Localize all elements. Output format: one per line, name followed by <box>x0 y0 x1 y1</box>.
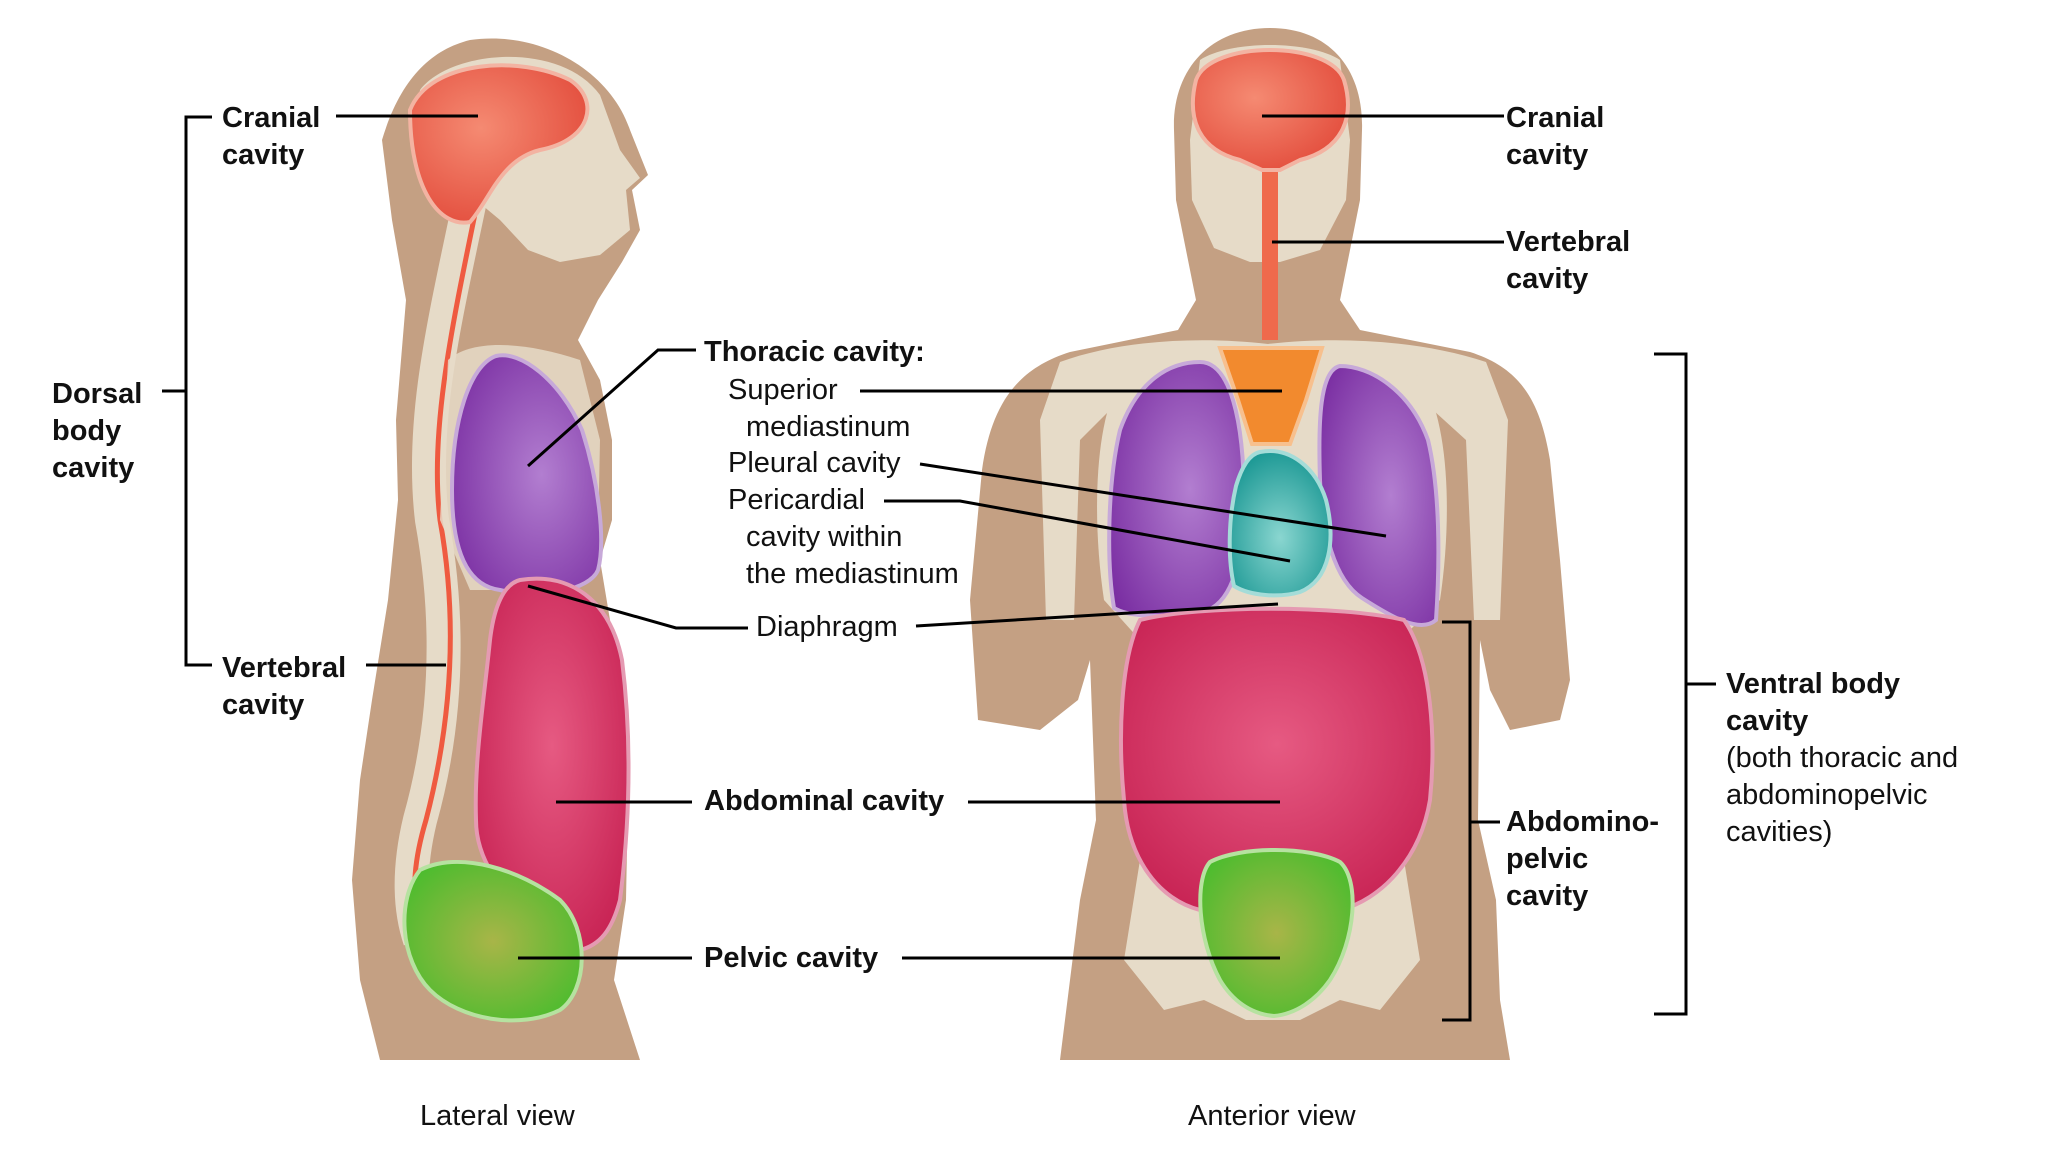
label-dorsal-body-cavity: Dorsal body cavity <box>52 376 142 487</box>
label-ventral-body-cavity: Ventral body cavity (both thoracic and a… <box>1726 666 1958 851</box>
dorsal-bracket <box>184 115 212 667</box>
label-superior-mediastinum: Superior mediastinum <box>728 372 910 446</box>
label-cranial-right: Cranial cavity <box>1506 100 1604 174</box>
lateral-spine <box>394 196 487 946</box>
label-abdominopelvic-cavity: Abdomino- pelvic cavity <box>1506 804 1659 915</box>
label-line: pelvic <box>1506 843 1589 875</box>
lateral-figure <box>352 38 660 1080</box>
caption-anterior-view: Anterior view <box>1188 1100 1356 1132</box>
label-line: cavity <box>1506 880 1589 912</box>
leader-pleural <box>919 462 1387 538</box>
label-line: Superior <box>728 374 838 406</box>
lateral-vertebral-cavity <box>412 159 489 921</box>
label-thoracic-cavity: Thoracic cavity: <box>704 336 925 368</box>
label-vertebral-right: Vertebral cavity <box>1506 224 1630 298</box>
anterior-cranial-cavity <box>1190 48 1350 172</box>
anterior-shoulder-bones <box>1040 340 1508 620</box>
caption-lateral-view: Lateral view <box>420 1100 575 1132</box>
label-line: (both thoracic and <box>1726 742 1959 774</box>
anterior-pelvic-cavity <box>1198 848 1355 1019</box>
label-line: cavity <box>1506 263 1589 295</box>
label-cranial-left: Cranial cavity <box>222 100 320 174</box>
leader-pericardial <box>884 499 1291 563</box>
label-line: Ventral body <box>1726 668 1901 700</box>
label-line: body <box>52 415 122 447</box>
label-line: Abdomino- <box>1506 806 1660 838</box>
label-vertebral-left: Vertebral cavity <box>222 650 346 724</box>
label-line: Pericardial <box>728 484 865 516</box>
label-line: Cranial <box>222 102 321 134</box>
label-line: cavity <box>1726 705 1809 737</box>
anterior-superior-mediastinum <box>1217 346 1325 446</box>
label-line: Vertebral <box>1506 226 1631 258</box>
leader-diaphragm-left <box>527 584 748 630</box>
anterior-abdominal-cavity <box>1119 606 1435 912</box>
label-line: cavity <box>222 139 305 171</box>
label-diaphragm: Diaphragm <box>756 611 898 643</box>
label-pelvic-cavity: Pelvic cavity <box>704 942 879 974</box>
anterior-figure <box>970 28 1570 1080</box>
label-line: cavity <box>222 689 305 721</box>
label-line: Dorsal <box>52 378 143 410</box>
label-line: the mediastinum <box>746 558 959 590</box>
label-line: Vertebral <box>222 652 347 684</box>
label-pericardial-cavity: Pericardial cavity within the mediastinu… <box>728 482 959 593</box>
leader-thoracic <box>527 348 696 468</box>
label-line: cavity <box>1506 139 1589 171</box>
label-line: mediastinum <box>746 411 911 443</box>
label-line: Cranial <box>1506 102 1605 134</box>
anterior-pericardial-cavity <box>1227 449 1333 598</box>
label-line: cavity within <box>746 521 903 553</box>
label-line: cavities) <box>1726 816 1833 848</box>
lateral-cranial-cavity <box>407 63 590 225</box>
leader-diaphragm-right <box>915 602 1279 628</box>
ventral-bracket <box>1654 352 1688 1016</box>
label-line: abdominopelvic <box>1726 779 1928 811</box>
anterior-vertebral-cavity <box>1262 150 1278 340</box>
leader-lines <box>162 114 1716 1022</box>
label-line: cavity <box>52 452 135 484</box>
label-abdominal-cavity: Abdominal cavity <box>704 785 945 817</box>
anterior-right-pleural-cavity <box>1317 363 1441 627</box>
label-pleural-cavity: Pleural cavity <box>728 447 901 479</box>
